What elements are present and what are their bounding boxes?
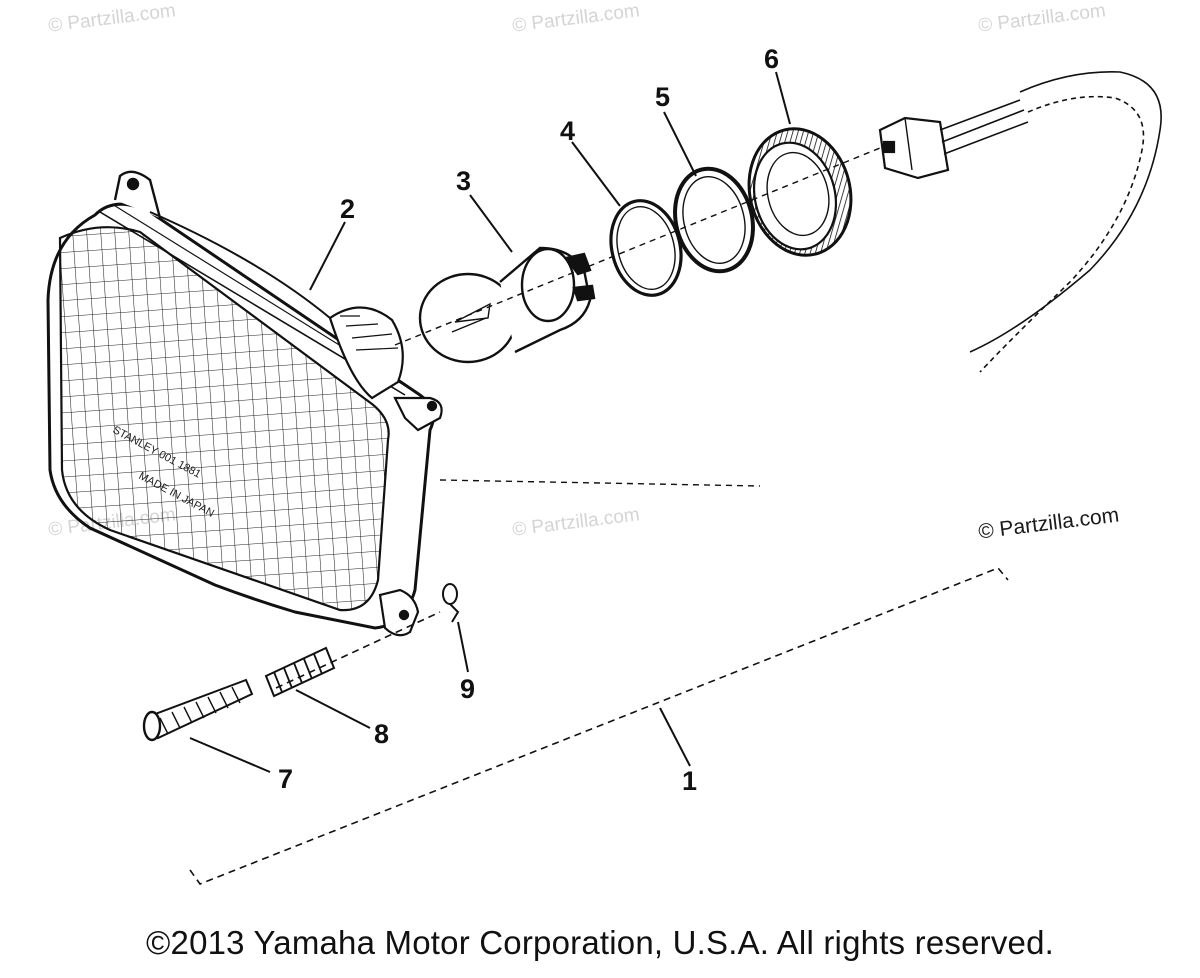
adjusting-screw [142,678,254,742]
leader-line-4 [571,141,621,207]
callout-3: 3 [456,166,471,196]
leader-line-6 [775,71,791,125]
copyright-footer: ©2013 Yamaha Motor Corporation, U.S.A. A… [146,924,1054,961]
callout-6: 6 [764,44,779,74]
leader-line-5 [663,111,697,177]
callout-9: 9 [460,674,475,704]
headlight-unit [46,170,443,637]
socket-cover [747,127,853,257]
bulb [418,246,596,364]
callout-1: 1 [682,766,697,796]
callout-2: 2 [340,194,355,224]
leader-line-8 [295,689,371,729]
assembly-axis [394,147,881,487]
callout-8: 8 [374,719,389,749]
spring [264,646,336,698]
callout-7: 7 [278,764,293,794]
callout-5: 5 [655,82,670,112]
leader-line-3 [469,194,513,253]
o-ring [609,199,683,297]
callout-numbers: 1 2 3 4 5 6 7 8 9 [278,44,779,796]
nut [442,583,460,623]
leader-line-2 [309,221,346,291]
leader-line-9 [457,621,469,673]
assembly-boundary-line [189,567,1009,885]
callout-4: 4 [560,116,575,146]
leader-lines [189,71,791,773]
leader-line-7 [189,737,271,773]
leader-line-1 [659,707,691,767]
wire-harness-connector [878,71,1162,373]
